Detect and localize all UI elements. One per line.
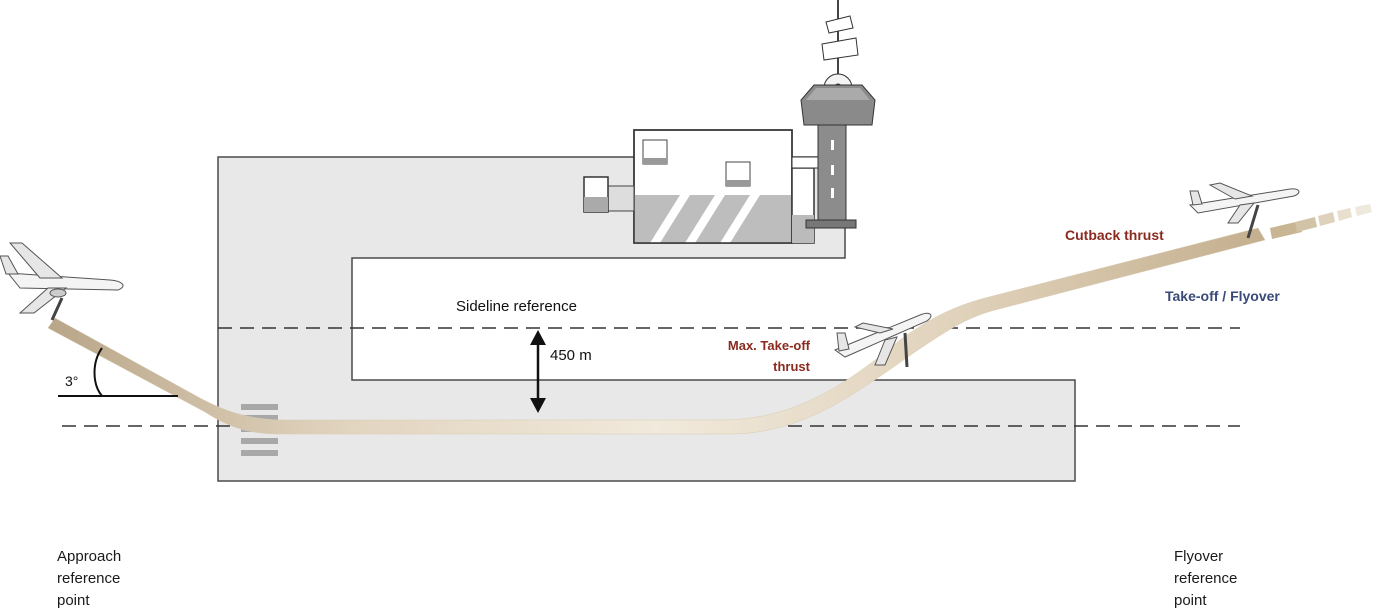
max-takeoff-label-2: thrust <box>773 359 811 374</box>
distance-arrow <box>530 330 546 413</box>
sideline-reference-label: Sideline reference <box>456 298 577 315</box>
path-fade-segments <box>1270 204 1372 239</box>
flyover-reference-point-label: Flyover reference point <box>1174 546 1237 612</box>
flyover-label-line-2: reference <box>1174 570 1238 587</box>
flyover-label-line-3: point <box>1174 592 1207 609</box>
angle-indicator <box>58 347 178 397</box>
flight-path <box>47 227 1266 435</box>
cutback-thrust-label: Cutback thrust <box>1065 227 1164 243</box>
angle-label: 3° <box>65 373 78 389</box>
approach-label-line-1: Approach <box>57 548 122 565</box>
approach-label-line-3: point <box>57 592 90 609</box>
control-tower <box>800 0 876 229</box>
flyover-label-line-1: Flyover <box>1174 548 1224 565</box>
approach-label-line-2: reference <box>57 570 121 587</box>
approach-reference-point-label: Approach reference point <box>57 546 121 612</box>
approach-aircraft-icon <box>0 242 124 321</box>
takeoff-aircraft-icon <box>833 312 932 368</box>
max-takeoff-label-1: Max. Take-off <box>728 338 811 353</box>
flyover-aircraft-icon <box>1188 182 1300 239</box>
takeoff-flyover-label: Take-off / Flyover <box>1165 288 1280 304</box>
terminal-building <box>583 129 819 244</box>
distance-label: 450 m <box>550 347 592 364</box>
